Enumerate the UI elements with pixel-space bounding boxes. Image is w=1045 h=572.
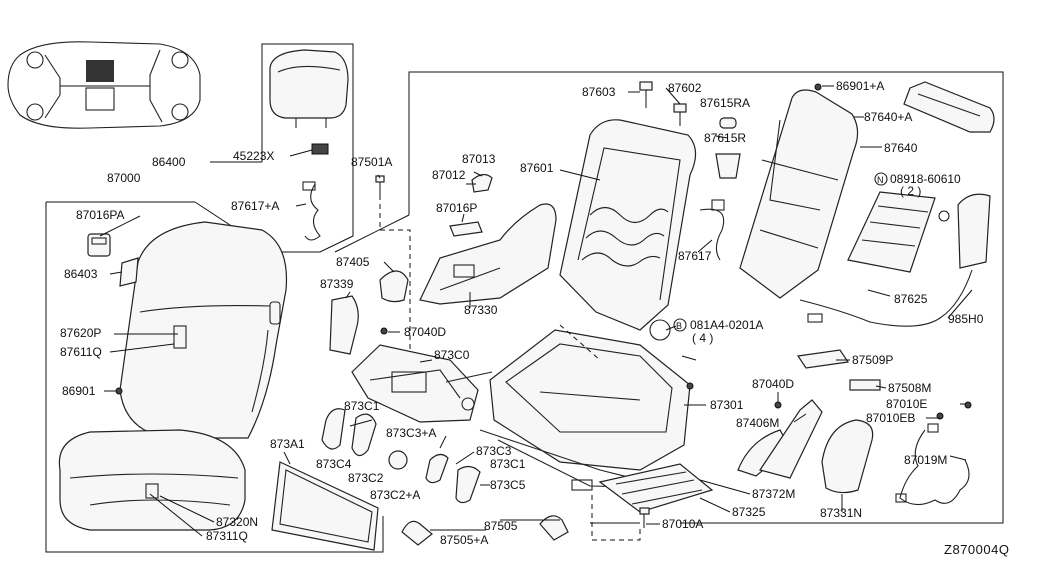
label-87625: 87625: [894, 292, 928, 306]
label-081a4: 081A4-0201A: [690, 318, 763, 332]
label-87611q: 87611Q: [60, 345, 102, 359]
group-frames: [45, 43, 1004, 553]
label-87019m: 87019M: [904, 453, 947, 467]
seat-back-frame[interactable]: [559, 119, 697, 341]
label-87012: 87012: [432, 168, 466, 182]
label-87311q: 87311Q: [206, 529, 248, 543]
label-873c2a: 873C2+A: [370, 488, 420, 502]
seat-cushion-cover[interactable]: [58, 429, 246, 531]
label-873c4: 873C4: [316, 457, 352, 471]
label-87640: 87640: [884, 141, 918, 155]
label-08918-symbol: N: [877, 175, 884, 185]
label-87372m: 87372M: [752, 487, 795, 501]
label-87330: 87330: [464, 303, 498, 317]
label-87505a: 87505+A: [440, 533, 488, 547]
switch-knobs[interactable]: [87, 233, 139, 395]
seat-location-highlight: [86, 60, 114, 82]
bolt-symbol-icon: [673, 318, 687, 332]
label-86901: 86901: [62, 384, 96, 398]
label-873c3: 873C3: [476, 444, 512, 458]
vehicle-location-thumbnail: [7, 41, 201, 129]
side-finisher-panel[interactable]: [271, 461, 379, 551]
label-87325: 87325: [732, 505, 766, 519]
cushion-bracket[interactable]: [796, 349, 850, 369]
label-87508m: 87508M: [888, 381, 931, 395]
label-87615r: 87615R: [704, 131, 746, 145]
seat-back-side-panel[interactable]: [419, 203, 557, 305]
adjust-handles[interactable]: [401, 507, 650, 546]
label-87000: 87000: [107, 171, 141, 185]
headrest[interactable]: [269, 49, 349, 241]
leader-lines: [99, 85, 973, 537]
label-87016p: 87016P: [436, 201, 477, 215]
label-86400: 86400: [152, 155, 186, 169]
label-87339: 87339: [320, 277, 354, 291]
label-87602: 87602: [668, 81, 702, 95]
seat-back-pad[interactable]: [739, 89, 859, 299]
cushion-side-trims[interactable]: [737, 379, 972, 494]
nut-symbol-icon: [874, 172, 888, 186]
label-87010eb: 87010EB: [866, 411, 915, 425]
side-airbag-module[interactable]: [799, 193, 991, 327]
label-87501a: 87501A: [351, 155, 392, 169]
label-873c2: 873C2: [348, 471, 384, 485]
power-seat-motor-assembly[interactable]: [351, 344, 493, 423]
label-873a1: 873A1: [270, 437, 305, 451]
label-985h0: 985H0: [948, 312, 984, 326]
lumbar-switch-parts[interactable]: [449, 173, 493, 237]
seat-back-cover[interactable]: [119, 221, 288, 439]
back-board-trim[interactable]: [814, 81, 995, 133]
label-87620p: 87620P: [60, 326, 101, 340]
headrest-guides[interactable]: [639, 81, 741, 261]
label-87331n: 87331N: [820, 506, 862, 520]
label-87016pa: 87016PA: [76, 208, 125, 222]
label-87601: 87601: [520, 161, 554, 175]
label-87603: 87603: [582, 85, 616, 99]
part-number-labels: 86400 45223X 87617+A 87000 87016PA 86403…: [60, 79, 1009, 557]
label-873c3a: 873C3+A: [386, 426, 436, 440]
label-873c0: 873C0: [434, 348, 470, 362]
label-86901a: 86901+A: [836, 79, 884, 93]
label-87505: 87505: [484, 519, 518, 533]
label-08918: 08918-60610: [890, 172, 961, 186]
dashed-references: [379, 204, 641, 541]
label-87617a: 87617+A: [231, 199, 279, 213]
label-87040d-b: 87040D: [752, 377, 794, 391]
seat-heater-mat[interactable]: [847, 191, 950, 273]
label-87640a: 87640+A: [864, 110, 912, 124]
label-87013: 87013: [462, 152, 496, 166]
label-081a4-symbol: B: [676, 321, 682, 331]
diagram-code: Z870004Q: [944, 542, 1009, 557]
label-873c1-b: 873C1: [490, 457, 526, 471]
label-873c1-a: 873C1: [344, 399, 380, 413]
label-081a4-qty: ( 4 ): [692, 331, 713, 345]
side-bracket[interactable]: [329, 270, 409, 355]
label-87406m: 87406M: [736, 416, 779, 430]
label-87301: 87301: [710, 398, 744, 412]
screw-icon: [375, 175, 697, 361]
recliner-covers[interactable]: [321, 408, 481, 504]
label-08918-qty: ( 2 ): [900, 184, 921, 198]
label-45223x: 45223X: [233, 149, 274, 163]
label-873c5: 873C5: [490, 478, 526, 492]
seat-wire-harness[interactable]: [895, 423, 970, 506]
label-87010e: 87010E: [886, 397, 927, 411]
label-87405: 87405: [336, 255, 370, 269]
cushion-mat[interactable]: [598, 463, 714, 513]
label-87010a: 87010A: [662, 517, 703, 531]
label-87617: 87617: [678, 249, 712, 263]
label-87040d-a: 87040D: [404, 325, 446, 339]
label-87320n: 87320N: [216, 515, 258, 529]
label-87509p: 87509P: [852, 353, 893, 367]
label-86403: 86403: [64, 267, 98, 281]
label-87615ra: 87615RA: [700, 96, 750, 110]
